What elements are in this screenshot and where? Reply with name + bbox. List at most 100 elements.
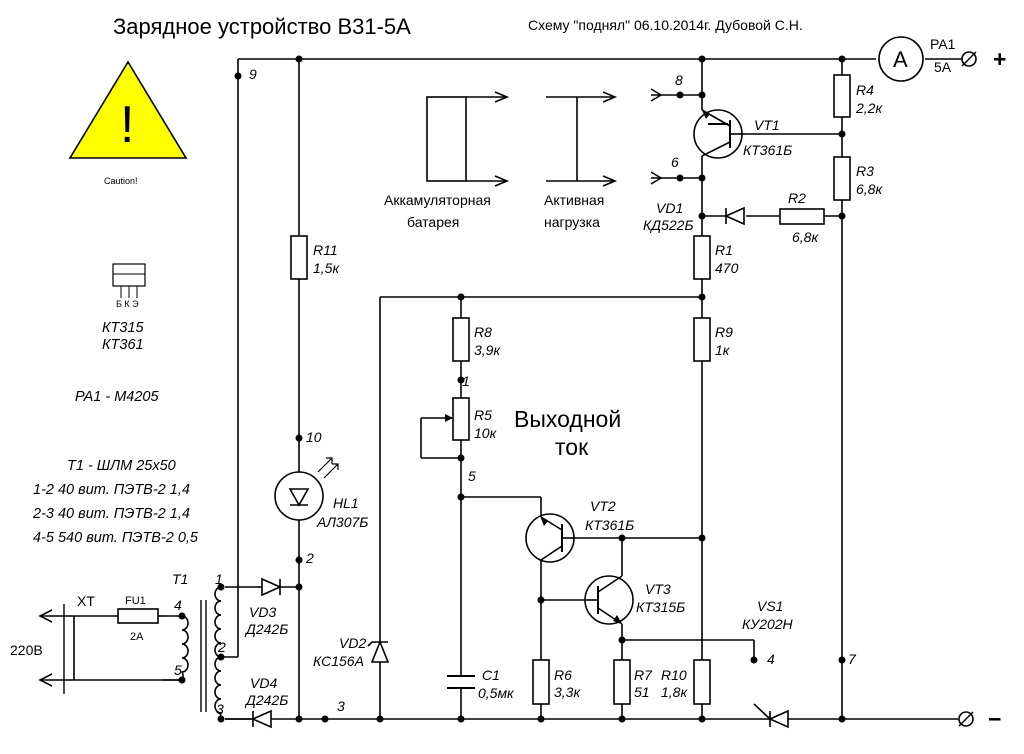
t1-pin-3: 3 bbox=[216, 701, 224, 717]
zener-vd2 bbox=[367, 639, 390, 663]
t1-pin-2: 2 bbox=[217, 639, 226, 655]
node-8: 8 bbox=[675, 72, 683, 88]
warning-triangle-icon bbox=[68, 60, 188, 159]
pa1-ref: PA1 bbox=[930, 36, 956, 52]
fu1-value: 2А bbox=[130, 631, 144, 643]
r6-ref: R6 bbox=[554, 667, 572, 683]
battery-label-1: Аккамуляторная bbox=[384, 192, 491, 208]
vd3-ref: VD3 bbox=[249, 604, 276, 620]
vd1-value: КД522Б bbox=[643, 217, 694, 233]
diode-vd3 bbox=[257, 577, 282, 597]
vt2-ref: VT2 bbox=[590, 498, 616, 514]
resistor-r9 bbox=[693, 317, 711, 362]
mains-voltage: 220В bbox=[10, 642, 43, 658]
connector-ref: XT bbox=[77, 593, 95, 609]
r10-ref: R10 bbox=[661, 667, 687, 683]
node-7: 7 bbox=[848, 651, 857, 667]
t1-pin-1: 1 bbox=[215, 571, 223, 587]
battery-label-2: батарея bbox=[407, 214, 459, 230]
load-label-2: нагрузка bbox=[544, 214, 600, 230]
vd3-value: Д242Б bbox=[244, 621, 288, 637]
package-pins: Б К Э bbox=[116, 299, 139, 309]
transistor-vt1 bbox=[693, 109, 745, 159]
transistor-vt2 bbox=[525, 513, 575, 563]
r8-value: 3,9к bbox=[474, 342, 501, 358]
node-3: 3 bbox=[337, 698, 345, 714]
resistor-r10 bbox=[693, 659, 711, 705]
node-1: 1 bbox=[462, 373, 470, 389]
r4-ref: R4 bbox=[856, 82, 874, 98]
r6-value: 3,3к bbox=[554, 684, 581, 700]
transformer-t1 bbox=[180, 586, 223, 720]
transistor-vt3 bbox=[584, 575, 634, 625]
resistor-r6 bbox=[532, 659, 550, 705]
node-6: 6 bbox=[671, 154, 679, 170]
meter-spec: PA1 - М4205 bbox=[75, 389, 159, 405]
package-type-1: КТ315 bbox=[102, 320, 145, 336]
r3-value: 6,8к bbox=[856, 181, 883, 197]
output-current-label-2: ток bbox=[555, 434, 589, 460]
wiring bbox=[40, 58, 967, 720]
transistor-package-icon bbox=[112, 263, 146, 298]
node-2: 2 bbox=[305, 550, 314, 566]
resistor-r11 bbox=[290, 235, 308, 280]
minus-terminal-label: − bbox=[988, 706, 1001, 732]
package-type-2: КТ361 bbox=[102, 337, 144, 353]
vt1-ref: VT1 bbox=[754, 117, 780, 133]
r9-value: 1к bbox=[715, 342, 731, 358]
vd2-value: КС156А bbox=[313, 653, 364, 669]
vs1-value: КУ202Н bbox=[742, 616, 794, 632]
credit-line: Схему "поднял" 06.10.2014г. Дубовой С.Н. bbox=[528, 17, 803, 33]
vt2-value: КТ361Б bbox=[585, 517, 634, 533]
mains-arrow-bottom-icon bbox=[38, 673, 53, 687]
battery-legend: Аккамуляторная батарея bbox=[384, 91, 510, 230]
transformer-spec-4: 4-5 540 вит. ПЭТВ-2 0,5 bbox=[33, 530, 199, 546]
r7-ref: R7 bbox=[634, 667, 653, 683]
vd4-value: Д242Б bbox=[244, 692, 288, 708]
plus-terminal-label: + bbox=[993, 46, 1006, 72]
node-4: 4 bbox=[767, 651, 775, 667]
r2-ref: R2 bbox=[788, 190, 806, 206]
r2-value: 6,8к bbox=[792, 229, 819, 245]
r1-value: 470 bbox=[715, 260, 739, 276]
load-legend: Активная нагрузка bbox=[544, 91, 618, 230]
vd2-ref: VD2 bbox=[339, 635, 366, 651]
transformer-spec-1: Т1 - ШЛМ 25х50 bbox=[67, 458, 176, 474]
c1-value: 0,5мк bbox=[478, 685, 515, 701]
load-label-1: Активная bbox=[544, 192, 604, 208]
r5-value: 10к bbox=[474, 425, 498, 441]
r10-value: 1,8к bbox=[661, 684, 688, 700]
t1-ref: Т1 bbox=[172, 571, 188, 587]
r4-value: 2,2к bbox=[855, 100, 883, 116]
exclamation-icon: ! bbox=[120, 96, 134, 154]
r11-ref: R11 bbox=[313, 242, 338, 258]
node-9: 9 bbox=[249, 66, 257, 82]
wiper-arrow-icon bbox=[445, 414, 453, 422]
resistor-r7 bbox=[613, 659, 631, 705]
vs1-ref: VS1 bbox=[757, 598, 783, 614]
r11-value: 1,5к bbox=[313, 260, 340, 276]
hl1-ref: HL1 bbox=[333, 495, 359, 511]
t1-pin-5: 5 bbox=[174, 662, 182, 678]
junction-dots bbox=[178, 55, 846, 723]
vt3-ref: VT3 bbox=[645, 581, 671, 597]
pa1-value: 5А bbox=[934, 59, 952, 75]
ammeter-pa1: A bbox=[878, 36, 924, 82]
r1-ref: R1 bbox=[715, 242, 733, 258]
resistor-r8 bbox=[452, 317, 470, 362]
output-current-label-1: Выходной bbox=[514, 406, 621, 432]
vt1-value: КТ361Б bbox=[743, 142, 792, 158]
diode-vd4 bbox=[251, 709, 272, 729]
diode-vd1 bbox=[724, 206, 745, 226]
fuse-fu1 bbox=[117, 608, 159, 624]
node-10: 10 bbox=[306, 429, 322, 445]
node-5: 5 bbox=[468, 468, 476, 484]
led-hl1 bbox=[274, 457, 339, 521]
caution-sign: ! Caution! bbox=[68, 60, 188, 186]
transformer-spec-2: 1-2 40 вит. ПЭТВ-2 1,4 bbox=[33, 482, 190, 498]
r3-ref: R3 bbox=[856, 163, 874, 179]
vt3-value: КТ315Б bbox=[636, 599, 685, 615]
r8-ref: R8 bbox=[474, 324, 492, 340]
caution-label: Caution! bbox=[104, 176, 138, 186]
r5-ref: R5 bbox=[474, 407, 492, 423]
